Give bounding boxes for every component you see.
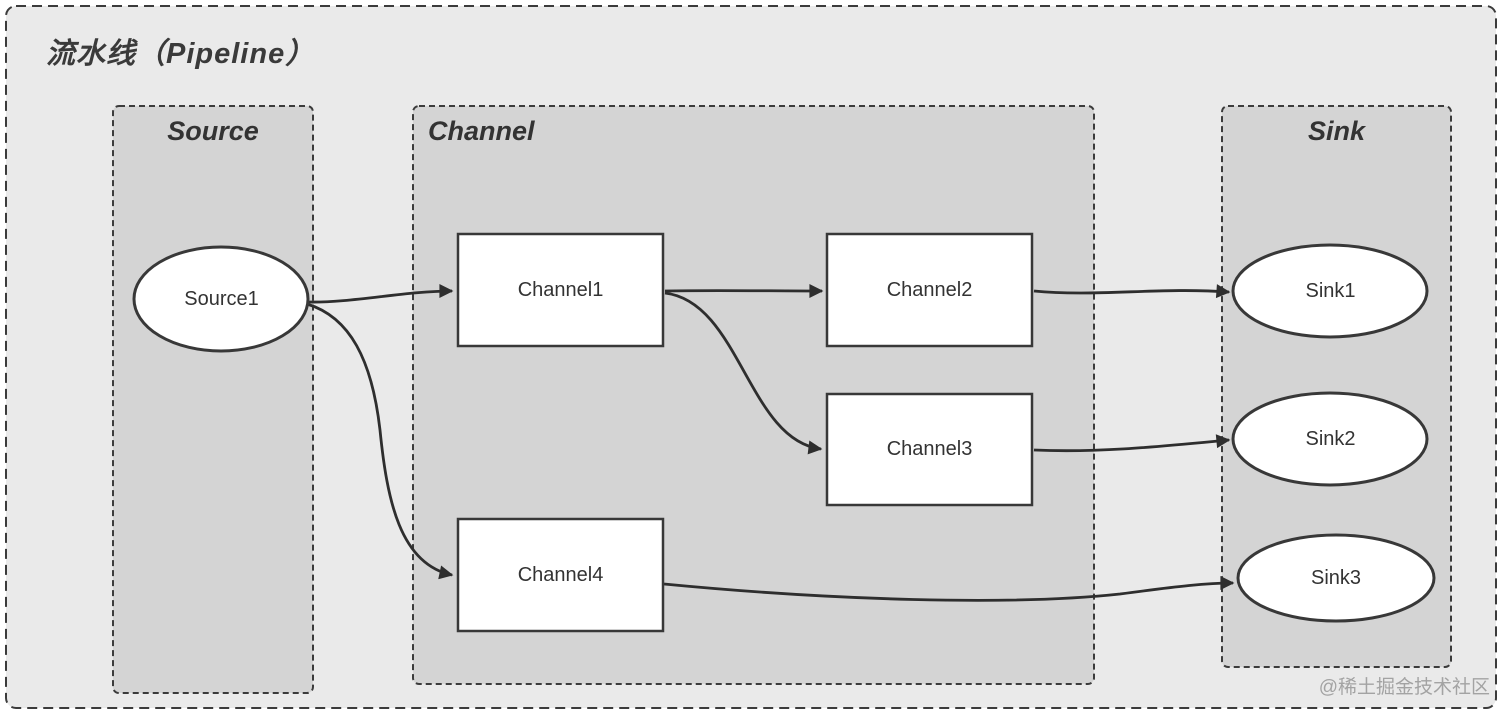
node-sink2 [1231, 391, 1429, 487]
watermark: @稀土掘金技术社区 [1318, 677, 1490, 698]
node-channel1 [456, 232, 665, 348]
edge-source1-channel1 [307, 284, 454, 304]
edges-group [306, 283, 1235, 602]
pipeline-title: 流水线（Pipeline） [46, 38, 316, 70]
edge-channel3-sink2 [1033, 434, 1231, 453]
sink-section-title: Sink [1307, 116, 1366, 146]
sink-section [1221, 105, 1452, 668]
node-source1 [132, 245, 310, 353]
edge-channel1-channel3 [664, 291, 823, 455]
edge-channel4-sink3 [663, 576, 1235, 602]
source-section-title: Source [167, 116, 259, 146]
edge-source1-channel4 [306, 302, 454, 580]
node-channel3 [825, 392, 1034, 507]
source-section [112, 105, 314, 694]
edge-channel2-sink1 [1033, 284, 1231, 299]
node-channel2 [825, 232, 1034, 348]
node-channel4 [456, 517, 665, 633]
node-sink1 [1231, 243, 1429, 339]
node-sink3 [1236, 533, 1436, 623]
channel-section-title: Channel [428, 116, 535, 146]
